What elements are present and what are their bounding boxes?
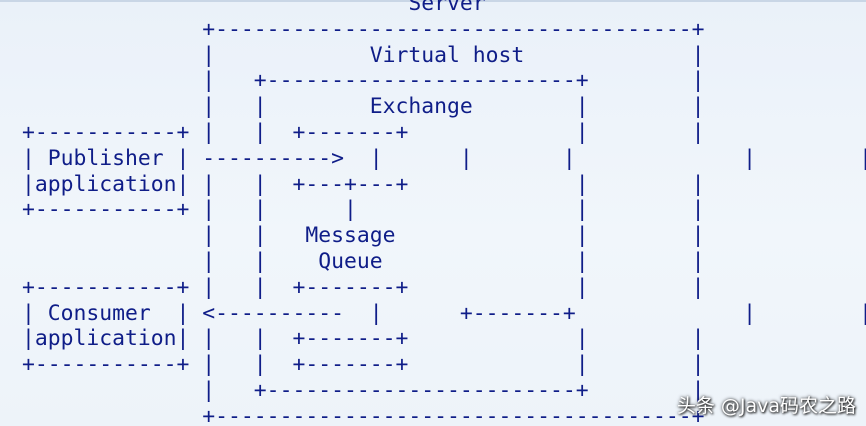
diagram-line-virtual-host-title: | Virtual host | [22,42,705,68]
diagram-line-consumer-label: | Consumer | <---------- | +-------+ | | [22,300,866,326]
diagram-line-message-label: | | Message | | [22,223,705,249]
diagram-line-server-title: Server [22,0,705,16]
top-divider [0,0,866,2]
diagram-line-queue-label: | | Queue | | [22,248,705,274]
diagram-line-publisher-label-2: |application| | | +---+---+ | | [22,171,705,197]
diagram-line-consumer-top-border: +-----------+ | | +-------+ | | [22,274,705,300]
diagram-line-consumer-bottom-border: +-----------+ | | +-------+ | | [22,352,705,378]
diagram-line-publisher-top-border: +-----------+ | | +-------+ | | [22,119,705,145]
ascii-architecture-diagram: Server +--------------------------------… [22,0,866,426]
diagram-line-consumer-label-2: |application| | | +-------+ | | [22,326,705,352]
diagram-line-server-bottom-border: +-------------------------------------+ [22,403,705,426]
diagram-line-publisher-bottom-border: +-----------+ | | | | | [22,197,705,223]
diagram-line-virtual-host-top-border: | +------------------------+ | [22,68,705,94]
diagram-line-publisher-label: | Publisher | ----------> | | | | | [22,145,866,171]
diagram-line-exchange-title: | | Exchange | | [22,94,705,120]
diagram-line-virtual-host-bottom-border: | +------------------------+ | [22,377,705,403]
diagram-line-server-top-border: +-------------------------------------+ [22,16,705,42]
watermark-text: 头条 @Java码农之路 [676,395,856,417]
